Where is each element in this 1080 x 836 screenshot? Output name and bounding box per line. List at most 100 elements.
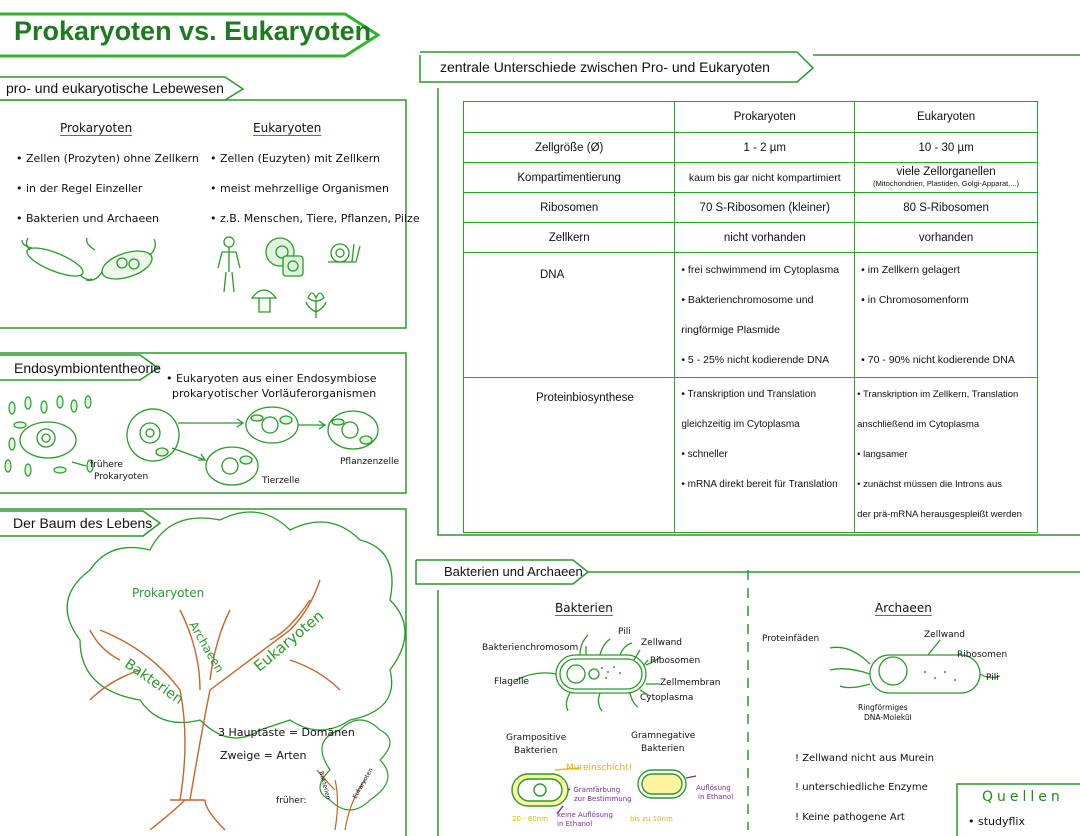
label-prok2: Prokaryoten [94,472,149,482]
cell-euk: • Transkription im Zellkern, Translation… [854,377,1038,533]
endo-frame [0,352,407,494]
euk-subtitle: Eukaryoten [253,121,322,135]
cell-prok: nicht vorhanden [674,222,856,253]
cell-euk: viele Zellorganellen (Mitochondrien, Pla… [854,162,1038,193]
label-gramfaerbung-2: zur Bestimmung [574,795,632,803]
label-keine-aufloesung-2: in Ethanol [557,820,593,828]
b-label-ribosomen: Ribosomen [650,656,701,666]
cell-euk: 10 - 30 µm [854,132,1038,163]
cell-euk-line2: (Mitochondrien, Plastiden, Golgi-Apparat… [873,178,1020,188]
a-label-ring1: Ringförmiges [858,703,908,712]
col-header-prokaryoten: Prokaryoten [674,101,856,133]
tree-note-zweige: Zweige = Arten [220,749,307,762]
prok-item: • Zellen (Prozyten) ohne Zellkern [16,152,199,165]
archaea-note: ! unterschiedliche Enzyme [795,782,928,793]
list-item: • 70 - 90% nicht kodierende DNA [861,354,1015,366]
bakterien-subtitle: Bakterien [555,601,613,615]
prok-item: • in der Regel Einzeller [16,182,143,195]
cell-euk: • im Zellkern gelagert • in Chromosomenf… [854,252,1038,378]
list-item: • schneller [681,449,728,460]
cell-prok: • Transkription und Translation gleichze… [674,377,856,533]
row-label: Zellkern [462,222,676,253]
endo-header: Endosymbiontentheorie [14,360,162,376]
archaea-note: ! Zellwand nicht aus Murein [795,753,934,764]
tree-note-domaenen: 3 Hauptäste = Domänen [218,726,355,739]
list-item: • in Chromosomenform [861,294,969,306]
unterschiede-frame [419,51,1080,536]
table-corner [462,101,676,133]
lebewesen-header: pro- und eukaryotische Lebewesen [6,80,224,96]
baum-frame [0,508,407,836]
archaeen-subtitle: Archaeen [875,601,932,615]
list-item: • frei schwimmend im Cytoplasma [681,264,840,276]
b-label-chromosom: Bakterienchromosom [482,643,579,653]
b-label-zellmembran: Zellmembran [660,678,721,688]
endosymbiosis-illustration [4,395,379,486]
row-label: DNA [462,252,676,378]
a-label-pili: Pili [986,673,999,683]
table-row: Ribosomen 70 S-Ribosomen (kleiner) 80 S-… [462,192,1038,223]
label-mureinschicht: Mureinschicht! [566,763,633,773]
a-label-zellwand: Zellwand [924,630,965,640]
label-aufloesung: Auflösung [696,784,731,792]
label-gramnegative-2: Bakterien [641,744,685,754]
list-item: der prä-mRNA herausgespleißt werden [857,509,1022,520]
cell-prok: 1 - 2 µm [674,132,856,163]
cell-prok: 70 S-Ribosomen (kleiner) [674,192,856,223]
row-label: Proteinbiosynthese [462,377,676,533]
label-tierzelle: Tierzelle [262,476,300,486]
label-gramnegative: Gramnegative [631,731,696,741]
label-grampositive: Grampositive [506,733,567,743]
b-label-zellwand: Zellwand [641,638,682,648]
a-label-proteinfaeden: Proteinfäden [762,634,820,644]
list-item: • mRNA direkt bereit für Translation [681,479,838,490]
list-item: • im Zellkern gelagert [861,264,960,276]
a-label-ring2: DNA-Molekül [864,713,912,722]
endo-desc: • Eukaryoten aus einer Endosymbiose [166,372,377,385]
bakarch-header: Bakterien und Archaeen [444,564,583,579]
label-aufloesung-2: in Ethanol [698,793,734,801]
table-row: Zellkern nicht vorhanden vorhanden [462,222,1038,253]
archaea-note: ! Keine pathogene Art [795,812,905,823]
table-row: DNA • frei schwimmend im Cytoplasma • Ba… [462,252,1038,378]
cell-prok: kaum bis gar nicht kompartimiert [674,162,856,193]
label-grampositive-2: Bakterien [514,746,558,756]
label-size-gram-neg: bis zu 10nm [630,815,673,823]
tree-label-prokaryoten: Prokaryoten [132,586,205,600]
euk-item: • meist mehrzellige Organismen [210,182,389,195]
label-pflanzenzelle: Pflanzenzelle [340,457,400,467]
table-row: Zellgröße (Ø) 1 - 2 µm 10 - 30 µm [462,132,1038,163]
list-item: • Transkription und Translation [681,389,817,400]
b-label-flagelle: Flagelle [494,677,529,687]
label-keine-aufloesung: keine Auflösung [557,811,613,819]
list-item: • langsamer [857,449,908,460]
euk-item: • z.B. Menschen, Tiere, Pflanzen, Pilze [210,212,420,225]
tree-illustration [66,511,406,831]
label-size-gram-pos: 20 - 80nm [512,815,549,823]
baum-header: Der Baum des Lebens [13,515,153,531]
list-item: • 5 - 25% nicht kodierende DNA [681,354,830,366]
bacteria-illustration [21,236,361,318]
tree-note-frueher: früher: [276,796,307,806]
list-item: • zunächst müssen die Introns aus [857,479,1003,490]
list-item: gleichzeitig im Cytoplasma [681,419,800,430]
page-title: Prokaryoten vs. Eukaryoten [14,16,372,46]
b-label-pili: Pili [618,627,631,637]
quellen-header: Quellen [982,789,1064,805]
cell-euk: 80 S-Ribosomen [854,192,1038,223]
unterschiede-header: zentrale Unterschiede zwischen Pro- und … [440,59,770,75]
label-prok1: frühere [90,460,123,470]
prok-subtitle: Prokaryoten [60,121,133,135]
prok-item: • Bakterien und Archaeen [16,212,160,225]
label-gramfaerbung: • Gramfärbung [567,786,621,794]
list-item: • Bakterienchromosome und [681,294,814,306]
cell-euk-line1: viele Zellorganellen [896,165,996,178]
euk-item: • Zellen (Euzyten) mit Zellkern [210,152,381,165]
b-label-cytoplasma: Cytoplasma [640,693,694,703]
row-label: Ribosomen [462,192,676,223]
list-item: anschließend im Cytoplasma [857,419,980,430]
